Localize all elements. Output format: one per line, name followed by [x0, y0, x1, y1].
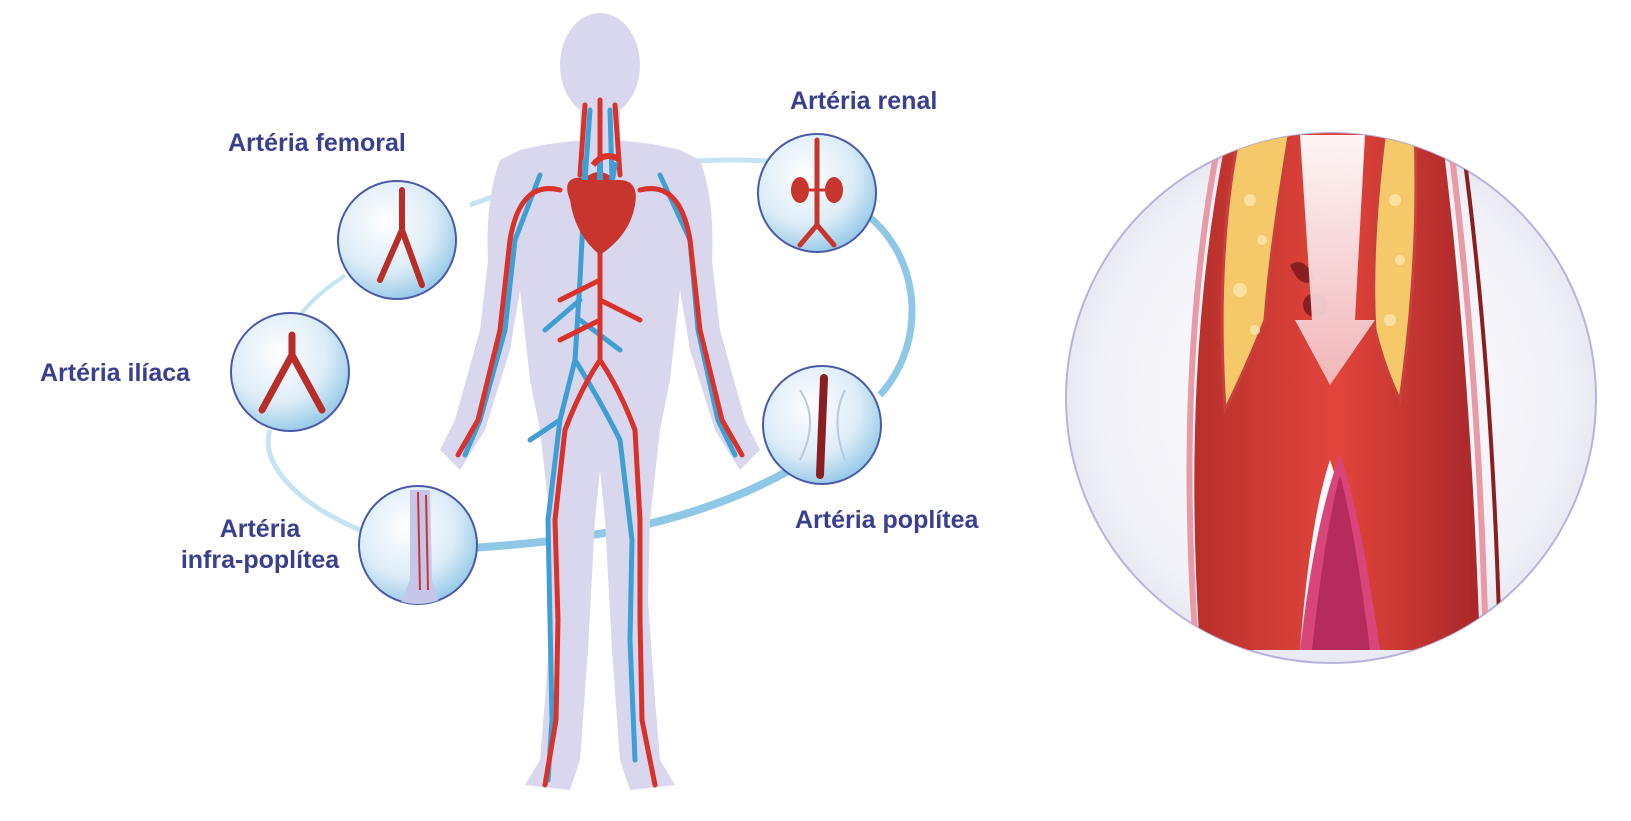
bubble-poplitea: [763, 366, 881, 484]
bubble-renal: [758, 134, 876, 252]
bubble-infra-poplitea: [359, 486, 477, 605]
label-femoral: Artéria femoral: [228, 128, 406, 159]
bubble-femoral: [338, 181, 456, 299]
label-infra-poplitea-line2: infra-poplítea: [150, 545, 370, 576]
label-infra-poplitea-line1: Artéria: [160, 514, 360, 545]
vessel-cross-section: [1066, 120, 1596, 663]
label-poplitea: Artéria poplítea: [795, 505, 978, 536]
label-renal: Artéria renal: [790, 86, 937, 117]
bubble-iliaca: [231, 313, 349, 431]
label-iliaca: Artéria ilíaca: [40, 358, 190, 389]
